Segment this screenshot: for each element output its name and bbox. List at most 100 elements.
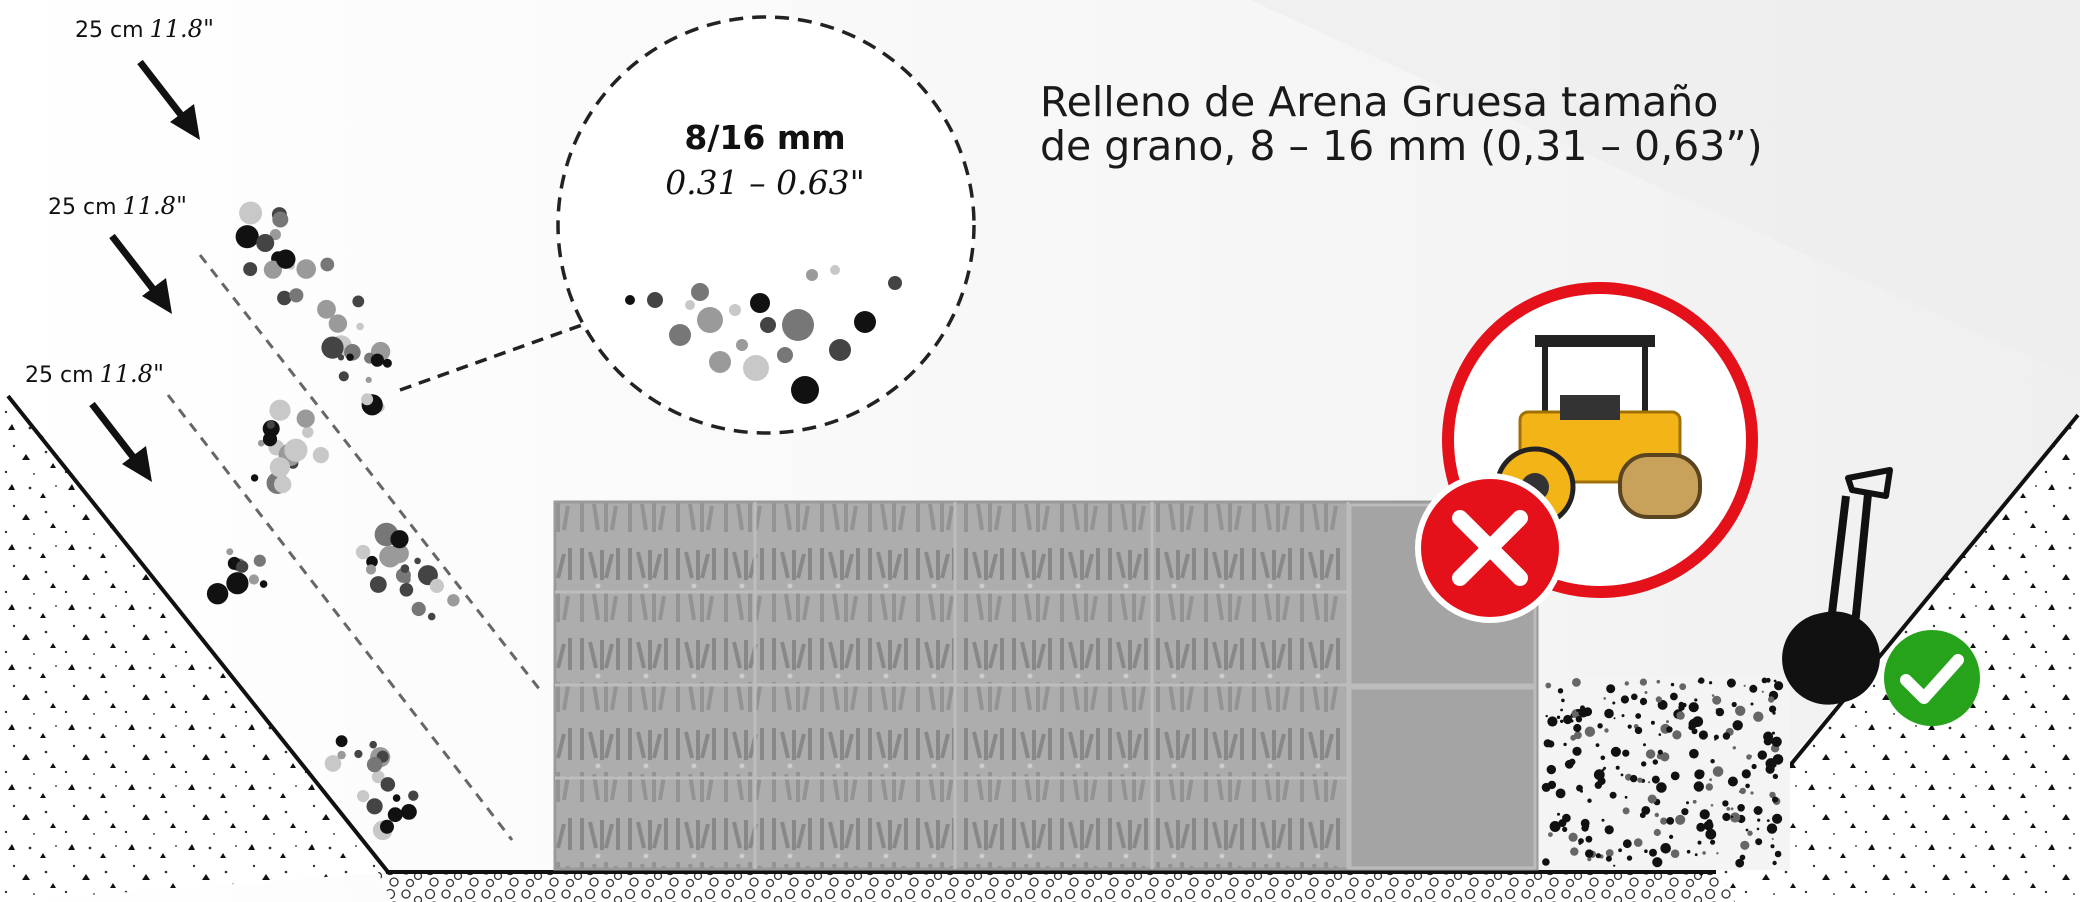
particle xyxy=(1727,776,1738,787)
particle xyxy=(1604,708,1614,719)
particle xyxy=(387,807,403,823)
particle xyxy=(408,790,419,801)
particle xyxy=(379,545,401,568)
particle xyxy=(1658,733,1662,736)
particle xyxy=(1689,748,1699,759)
particle xyxy=(1610,746,1621,757)
particle xyxy=(1698,677,1705,684)
particle xyxy=(1573,723,1582,733)
particle xyxy=(1622,807,1630,815)
particle xyxy=(1644,691,1648,694)
particle xyxy=(1739,854,1746,861)
particle xyxy=(1710,759,1715,764)
particle xyxy=(1557,812,1560,816)
particle xyxy=(1757,818,1761,822)
particle xyxy=(750,293,770,313)
particle xyxy=(1772,796,1779,803)
particle xyxy=(346,353,354,361)
compacted-backfill xyxy=(1540,676,1790,870)
layer-thickness-cm: 25 cm xyxy=(25,363,94,388)
layer-line-2 xyxy=(166,394,514,841)
particle xyxy=(1773,679,1777,683)
particle xyxy=(1560,719,1564,723)
particle xyxy=(1580,789,1583,793)
particle xyxy=(1670,692,1678,701)
particle xyxy=(1643,743,1646,747)
particle xyxy=(1560,708,1563,712)
particle xyxy=(1605,849,1614,857)
title-line-1: Relleno de Arena Gruesa tamaño xyxy=(1040,78,1719,126)
particle xyxy=(1609,791,1617,799)
trench-wall-left xyxy=(6,394,390,874)
particle xyxy=(253,554,266,567)
particle xyxy=(369,740,378,749)
particle xyxy=(1543,739,1552,748)
layer-line-1 xyxy=(198,254,542,691)
particle xyxy=(1705,783,1714,791)
particle xyxy=(1624,795,1628,799)
particle xyxy=(1656,753,1663,760)
particle xyxy=(743,355,769,381)
particle xyxy=(1575,716,1583,723)
particle xyxy=(1622,839,1632,849)
particle xyxy=(429,578,444,594)
particle xyxy=(400,564,410,573)
particle xyxy=(691,283,709,301)
particle xyxy=(1548,832,1553,837)
particle xyxy=(354,749,363,759)
particle xyxy=(1650,720,1655,725)
particle xyxy=(328,314,348,333)
particle xyxy=(266,420,275,429)
particle xyxy=(1604,825,1614,835)
particle xyxy=(1660,752,1670,762)
particle xyxy=(1570,719,1574,723)
particle xyxy=(1542,858,1550,866)
particle xyxy=(392,794,401,802)
particle xyxy=(1595,743,1600,747)
particle xyxy=(356,322,364,331)
particle xyxy=(1774,850,1782,858)
particle xyxy=(324,755,342,772)
particle xyxy=(1672,730,1682,740)
particle xyxy=(1602,768,1605,772)
particle xyxy=(1686,849,1691,854)
native-soil-left xyxy=(0,388,390,902)
particle xyxy=(1656,782,1667,793)
particle xyxy=(1644,849,1648,853)
layer-thickness-cm: 25 cm xyxy=(48,195,117,220)
particle xyxy=(1653,828,1661,837)
particle xyxy=(1741,769,1751,779)
particle xyxy=(263,260,282,279)
particle xyxy=(1641,761,1647,767)
particle xyxy=(277,290,292,306)
particle xyxy=(1697,769,1705,778)
particle xyxy=(1593,769,1605,781)
particle xyxy=(1769,791,1776,799)
particle xyxy=(1630,774,1638,783)
particle xyxy=(206,583,229,605)
background-shade xyxy=(1250,0,2080,380)
particle xyxy=(709,351,731,373)
particle xyxy=(1696,822,1706,832)
module-end-cover-bottom xyxy=(1348,686,1537,870)
particle xyxy=(411,601,426,617)
particle xyxy=(1584,726,1596,737)
particle xyxy=(830,265,840,275)
particle xyxy=(1637,777,1643,783)
particle xyxy=(1770,844,1775,849)
particle xyxy=(1772,731,1775,735)
particle xyxy=(1705,828,1717,840)
particle xyxy=(1627,724,1632,729)
particle xyxy=(1715,707,1725,717)
particle xyxy=(1745,783,1750,789)
particle xyxy=(1587,857,1592,862)
particle xyxy=(276,249,296,269)
particle xyxy=(1757,750,1768,760)
particle xyxy=(1735,705,1746,716)
particle xyxy=(380,819,394,834)
particle xyxy=(1660,817,1668,825)
particle xyxy=(352,295,365,308)
particle xyxy=(1655,696,1662,703)
particle xyxy=(1712,766,1724,777)
